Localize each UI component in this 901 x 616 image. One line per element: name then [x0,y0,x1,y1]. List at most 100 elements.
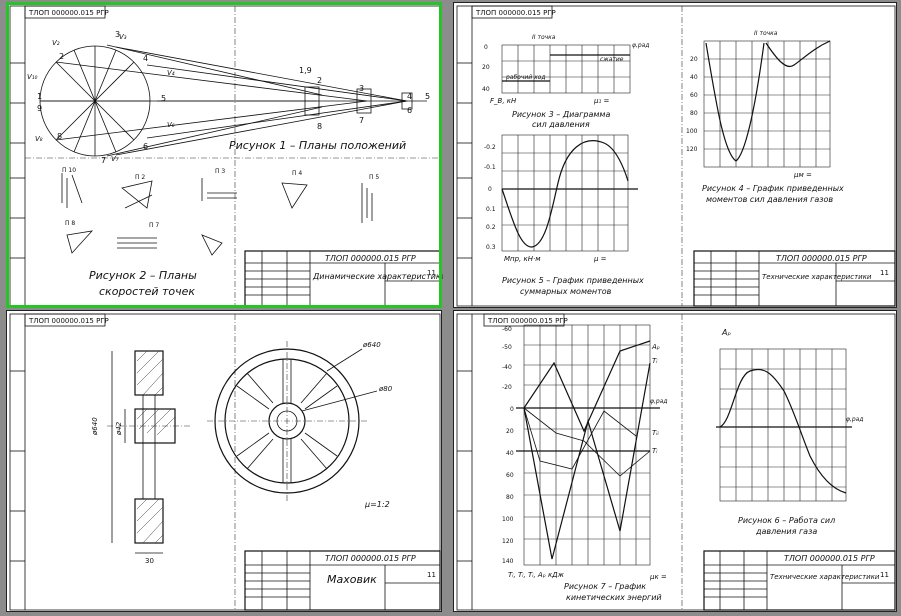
plan-p8: П 8 [65,220,75,227]
label-v4: V₄ [167,69,175,77]
fig6-ylabel: Aₚ [721,328,731,337]
fig7-caption-2: кинетических энергий [566,593,662,602]
drawing-sheet-1[interactable]: ТЛОП 000000.015 РГР [6,2,443,308]
fig5-y1: -0.2 [484,144,496,151]
stamp-code: ТЛОП 000000.015 РГР [784,554,875,563]
fig7-series-t2: Tᵢᵢ [652,429,660,437]
binding-column [10,62,25,259]
sheet3-canvas: ТЛОП 000000.015 РГР ø640 ø42 30 [9,313,441,611]
stamp-sheet: 11 [880,269,889,277]
dim-total: ø640 [91,417,99,436]
fig7-series-t1: Tᵢ [652,357,658,365]
fig5-caption-2: суммарных моментов [520,287,612,296]
fig3-mu: μ₁ = [593,97,609,105]
fig4-y40: 40 [690,74,698,81]
pt-7: 7 [101,156,106,165]
drawing-sheet-4[interactable]: ТЛОП 000000.015 РГР -60 -50 -40 -20 0 20… [453,310,897,612]
fig6-caption-2: давления газа [755,527,817,536]
dim-inner: ø80 [378,385,393,393]
fig7-y3: -40 [502,364,512,371]
fig1-caption: Рисунок 1 – Планы положений [229,139,406,152]
label-v3: V₃ [119,33,127,41]
fig3-band-top: сжатие [600,56,624,63]
fig4-y60: 60 [690,92,698,99]
stamp-sheet: 11 [427,269,436,277]
fig5-y3: 0 [488,186,492,193]
fig5-mlabel: Mпр, кН·м [504,255,541,263]
fig5-mu: μ = [593,255,607,263]
rpt-6: 6 [407,106,412,115]
plan-p5: П 5 [369,174,379,181]
plan-p3: П 3 [215,168,225,175]
rpt-4: 4 [407,92,412,101]
sheet1-canvas: ТЛОП 000000.015 РГР [9,5,443,307]
fig7-y6: 20 [506,428,514,435]
fig4-mu: μм = [793,171,812,179]
fig6-chart [716,348,852,502]
fig3-phi: φ,рад [632,42,650,49]
stamp-code: ТЛОП 000000.015 РГР [776,254,867,263]
title-block [244,550,441,611]
fig7-y11: 120 [502,538,514,545]
label-v6: V₆ [167,121,175,129]
fig3-flabel: F_B, кН [490,97,517,105]
fig7-y8: 60 [506,472,514,479]
fig7-y10: 100 [502,516,514,523]
fig7-mu: μк = [649,573,667,581]
fig7-caption-1: Рисунок 7 – График [564,582,646,591]
drawing-sheet-3[interactable]: ТЛОП 000000.015 РГР ø640 ø42 30 [6,310,442,612]
rpt-2: 2 [317,76,322,85]
pt-1: 1 [37,92,42,101]
fig4-caption-2: моментов сил давления газов [706,195,833,204]
label-v7: V₇ [111,155,119,163]
fig7-series-ap: Aₚ [651,343,660,351]
flywheel-section [107,350,192,554]
stamp-title: Маховик [327,573,377,586]
plan-p4: П 4 [292,170,302,177]
fig3-y40: 40 [482,86,490,93]
rpt-7: 7 [359,116,364,125]
fig3-band-bottom: рабочий ход [505,74,545,81]
dim-outer: ø640 [362,341,381,349]
fig6-caption-1: Рисунок 6 – Работа сил [738,516,835,525]
rpt-8: 8 [317,122,322,131]
label-v2: V₂ [52,39,60,47]
sheet4-canvas: ТЛОП 000000.015 РГР -60 -50 -40 -20 0 20… [456,313,896,611]
plan-p7: П 7 [149,222,159,229]
stamp-title: Технические характеристики [770,573,880,581]
plan-p2: П 2 [135,174,145,181]
fig4-caption-1: Рисунок 4 – График приведенных [702,184,844,193]
fig5-y4: 0.1 [486,206,496,213]
rpt-5: 5 [425,92,430,101]
fig7-y2: -50 [502,344,512,351]
fig7-y1: -60 [502,326,512,333]
stamp-title: Динамические характеристики [312,272,443,281]
title-block [693,250,896,307]
dim-bore: ø42 [115,421,123,436]
rpt-3: 3 [359,84,364,93]
rpt-19: 1,9 [299,66,312,75]
pt-8: 8 [57,132,62,141]
fig4-chart [703,40,831,168]
pt-3: 3 [115,30,120,39]
fig5-y6: 0.3 [486,244,496,251]
fig7-chart [516,324,660,566]
fig7-y4: -20 [502,384,512,391]
fig2-caption-2: скоростей точек [99,285,195,298]
fig7-series-t3: Tᵢ [652,447,658,455]
stamp-sheet: 11 [427,571,436,579]
mirror-code: ТЛОП 000000.015 РГР [28,9,109,17]
label-v8: V₈ [35,135,43,143]
title-block [703,550,896,611]
fig3-y20: 20 [482,64,490,71]
fig7-y9: 80 [506,494,514,501]
fig7-y5: 0 [510,406,514,413]
fig3-chart [501,44,631,94]
fig4-y20: 20 [690,56,698,63]
stamp-title: Технические характеристики [762,273,872,281]
fig7-y7: 40 [506,450,514,457]
fig2-caption-1: Рисунок 2 – Планы [89,269,197,282]
drawing-sheet-2[interactable]: ТЛОП 000000.015 РГР II точка φ,рад сжати… [453,2,897,308]
positions-plan [39,44,427,157]
fig7-phi: φ,рад [650,398,668,405]
